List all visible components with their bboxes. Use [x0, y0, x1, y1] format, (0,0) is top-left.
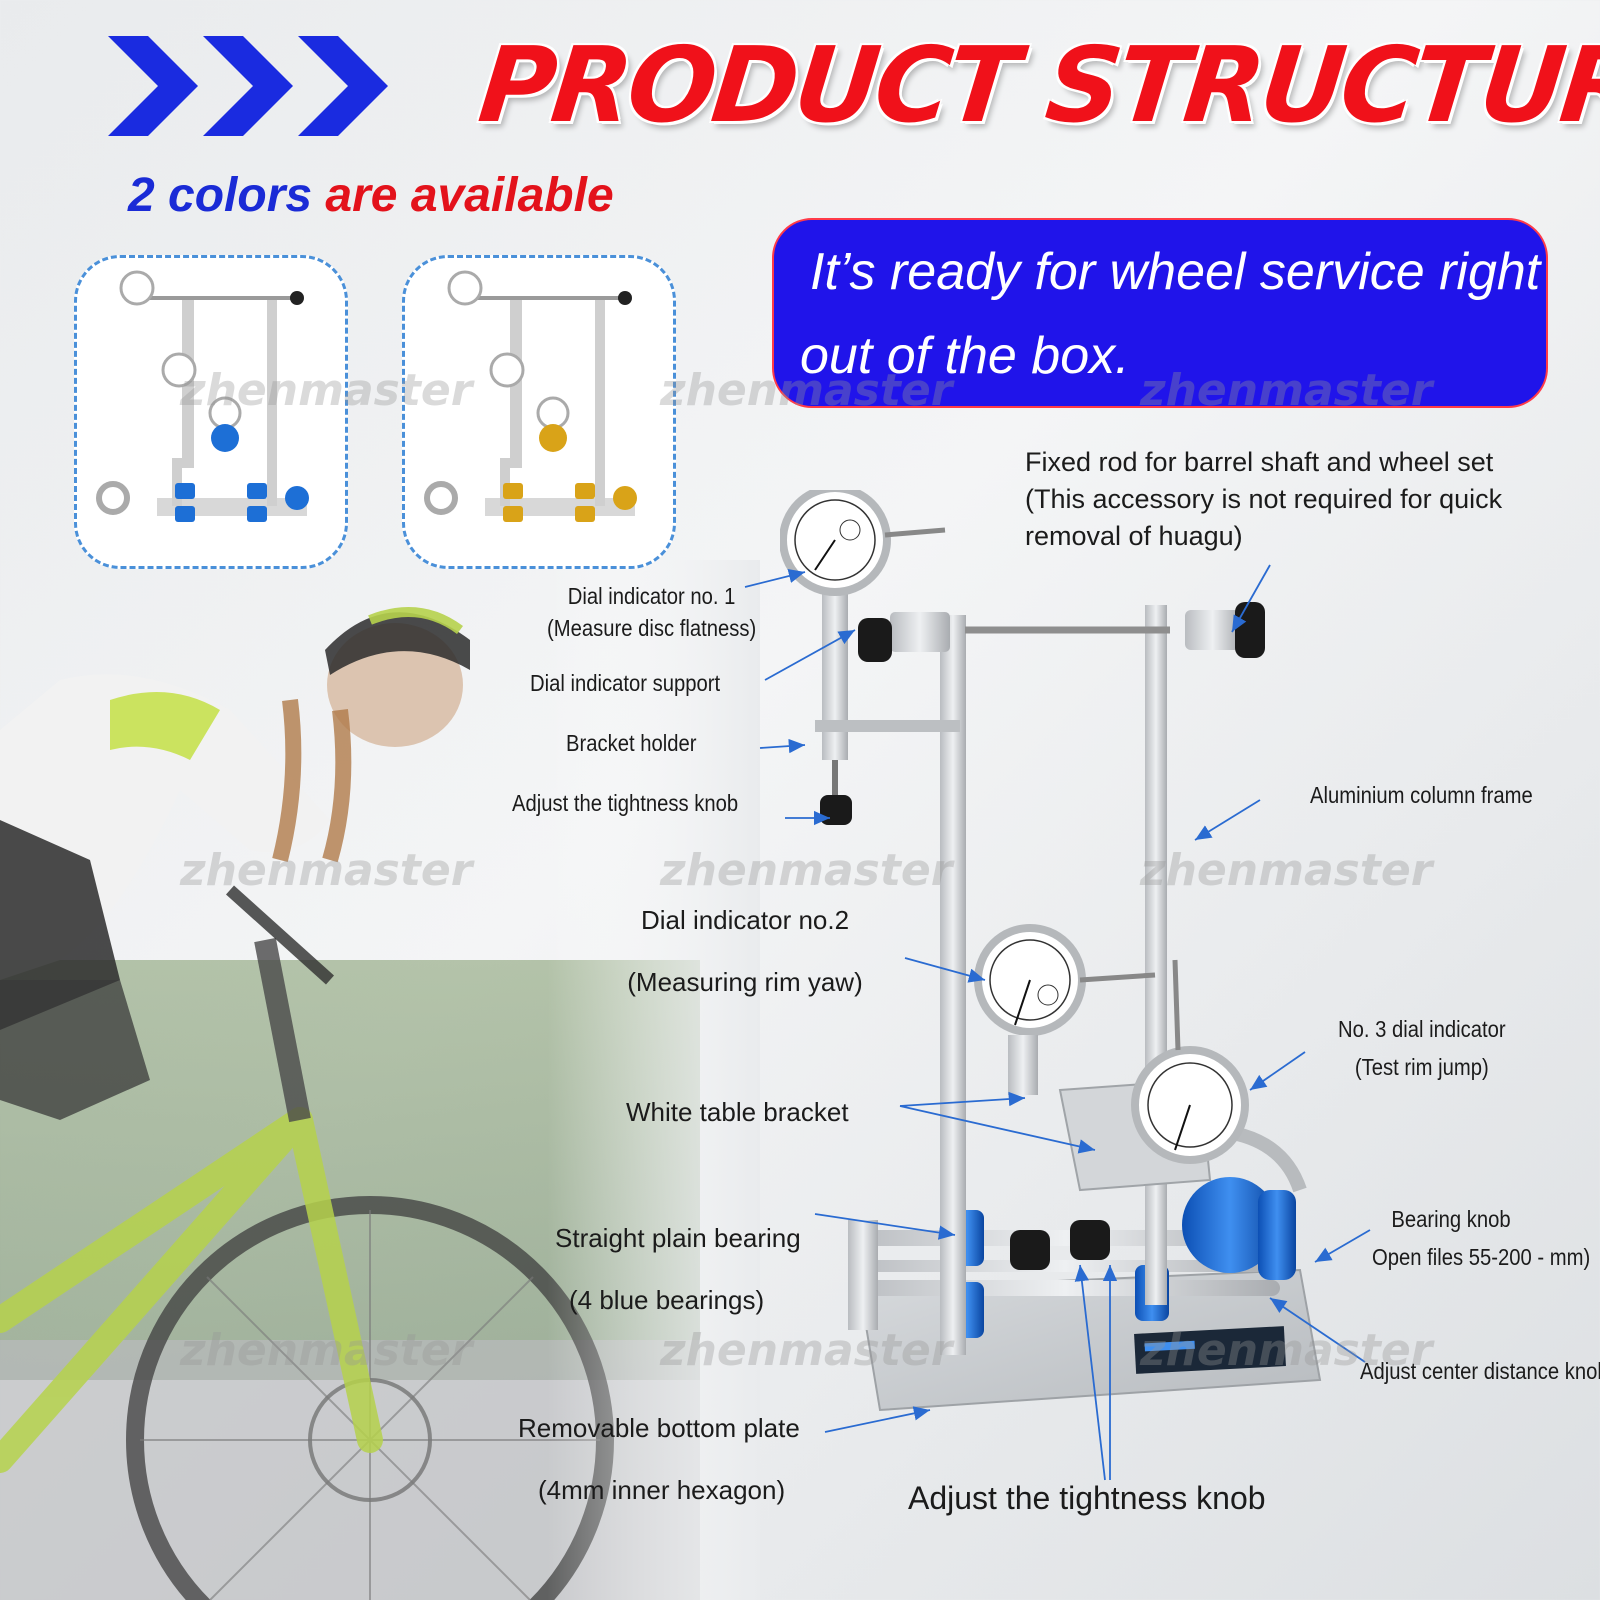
colors-count: 2 colors [128, 169, 313, 222]
color-option-gold[interactable] [402, 255, 676, 569]
label-dial-indicator-support: Dial indicator support [530, 670, 721, 696]
callout-line-1: It’s ready for wheel service right [810, 243, 1541, 301]
label-straight-bearing-line-1: Straight plain bearing [555, 1223, 801, 1253]
label-adjust-knob-bottom: Adjust the tightness knob [908, 1480, 1266, 1516]
label-dial-indicator-2-line-2: (Measuring rim yaw) [627, 967, 863, 997]
label-bearing-knob-line-2: Open files 55-200 - mm) [1372, 1244, 1591, 1270]
label-bracket-holder: Bracket holder [566, 730, 697, 756]
label-bearing-knob-line-1: Bearing knob [1391, 1206, 1511, 1232]
label-bottom-plate: Removable bottom plate (4mm inner hexago… [518, 1413, 800, 1506]
watermark: zhenmaster [1140, 365, 1433, 416]
colors-available-label: are available [325, 169, 614, 222]
gold-variant-product-image [424, 270, 637, 522]
colors-available-text: 2 colors are available [128, 166, 614, 226]
watermark: zhenmaster [180, 845, 473, 896]
label-fixed-rod-line-2: (This accessory is not required for quic… [1025, 484, 1503, 514]
label-fixed-rod: Fixed rod for barrel shaft and wheel set… [1025, 444, 1502, 555]
callout-line-2: out of the box. [800, 327, 1130, 385]
blue-variant-product-image [96, 270, 309, 522]
label-dial-indicator-3: No. 3 dial indicator (Test rim jump) [1338, 1010, 1506, 1086]
watermark: zhenmaster [660, 845, 953, 896]
label-white-table-bracket: White table bracket [626, 1097, 849, 1127]
cyclist-photo [0, 560, 760, 1600]
watermark: zhenmaster [180, 1325, 473, 1376]
watermark: zhenmaster [660, 365, 953, 416]
watermark: zhenmaster [1140, 845, 1433, 896]
label-fixed-rod-line-3: removal of huagu) [1025, 521, 1243, 551]
watermark: zhenmaster [660, 1325, 953, 1376]
label-dial-indicator-2-line-1: Dial indicator no.2 [640, 905, 850, 935]
label-aluminium-frame: Aluminium column frame [1310, 782, 1533, 808]
label-dial-indicator-1: Dial indicator no. 1 (Measure disc flatn… [547, 580, 756, 644]
ready-callout: It’s ready for wheel service right out o… [772, 218, 1548, 408]
color-option-blue[interactable] [74, 255, 348, 569]
label-bearing-knob: Bearing knob Open files 55-200 - mm) [1372, 1200, 1590, 1276]
watermark: zhenmaster [1140, 1325, 1433, 1376]
label-straight-bearing-line-2: (4 blue bearings) [569, 1285, 765, 1315]
label-bottom-plate-line-2: (4mm inner hexagon) [538, 1475, 786, 1505]
watermark: zhenmaster [180, 365, 473, 416]
label-dial-indicator-1-line-1: Dial indicator no. 1 [567, 583, 736, 609]
label-adjust-knob-top: Adjust the tightness knob [512, 790, 739, 816]
wheel-truing-stand-image [780, 490, 1322, 1412]
label-dial-indicator-2: Dial indicator no.2 (Measuring rim yaw) [600, 905, 890, 998]
label-dial-indicator-3-line-2: (Test rim jump) [1354, 1054, 1489, 1080]
label-bottom-plate-line-1: Removable bottom plate [518, 1413, 800, 1443]
label-center-distance-knob: Adjust center distance knob [1360, 1358, 1600, 1384]
chevron-arrows-icon [108, 36, 388, 136]
label-dial-indicator-1-line-2: (Measure disc flatness) [547, 615, 757, 641]
label-fixed-rod-line-1: Fixed rod for barrel shaft and wheel set [1025, 447, 1494, 477]
label-straight-bearing: Straight plain bearing (4 blue bearings) [555, 1223, 801, 1316]
label-dial-indicator-3-line-1: No. 3 dial indicator [1338, 1016, 1506, 1042]
